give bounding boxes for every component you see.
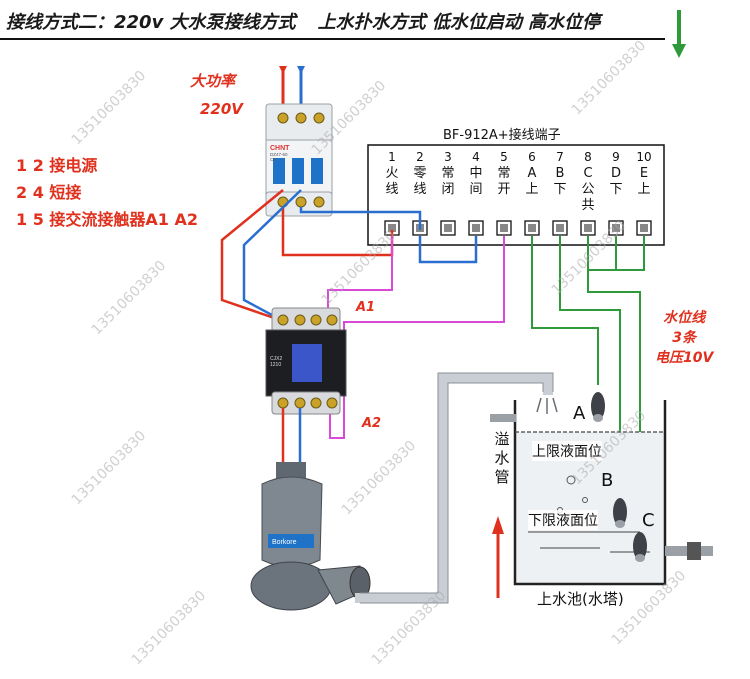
terminal-label: 常闭 (439, 166, 457, 198)
terminal-label: 中间 (467, 166, 485, 198)
terminal-label-line: 火 (385, 166, 399, 181)
terminal-label-line: 线 (385, 182, 399, 197)
power-label-2: 220V (200, 100, 243, 118)
controller-title: BF-912A+接线端子 (440, 124, 564, 143)
terminal-screw-head (500, 224, 508, 232)
overflow-char: 管 (494, 468, 510, 486)
a1-label: A1 (356, 300, 376, 315)
probe-a (591, 392, 605, 422)
a2-label: A2 (362, 416, 382, 431)
delivery-pipe-edge (360, 372, 554, 604)
page-title: 接线方式二：220v 大水泵接线方式 上水扑水方式 低水位启动 高水位停 (6, 6, 676, 36)
upper-level-label: 上限液面位 (532, 441, 602, 461)
probe-b (613, 498, 627, 528)
terminal-label-line: 公共 (581, 182, 595, 213)
terminal-label-line: 开 (497, 182, 511, 197)
water-tank (490, 400, 713, 586)
terminal-screw-head (584, 224, 592, 232)
terminal-label-line: 零 (413, 166, 427, 181)
terminal-label-line: D (610, 166, 621, 181)
terminal-number: 8 (584, 150, 592, 164)
terminal-screw-head (612, 224, 620, 232)
terminal-label-line: 闭 (441, 182, 455, 197)
contactor (265, 307, 347, 415)
terminal-label-line: 常 (441, 166, 455, 181)
overflow-char: 水 (494, 449, 510, 467)
terminal-label-line: E (639, 166, 649, 181)
water-level-line-2: 3条 (672, 330, 697, 346)
overflow-pipe-label: 溢水管 (492, 430, 512, 487)
circuit-breaker (265, 103, 333, 217)
terminal-number: 9 (612, 150, 620, 164)
probe-label-a: A (573, 403, 586, 424)
terminal-number: 2 (416, 150, 424, 164)
terminal-label: 常开 (495, 166, 513, 198)
terminal-screw-head (528, 224, 536, 232)
terminal-label-line: 下 (609, 182, 623, 197)
terminal-screw-head (472, 224, 480, 232)
terminal-number: 10 (636, 150, 652, 164)
probe-c (633, 532, 647, 562)
flow-up-arrow-icon (492, 516, 504, 598)
terminal-label-line: 线 (413, 182, 427, 197)
terminal-number: 7 (556, 150, 564, 164)
terminal-screw-head (640, 224, 648, 232)
terminal-screw-head (556, 224, 564, 232)
terminal-label-line: 上 (637, 182, 651, 197)
terminal-label: 火线 (383, 166, 401, 198)
terminal-label-line: 上 (525, 182, 539, 197)
probe-wires (531, 236, 645, 525)
terminal-number: 6 (528, 150, 536, 164)
terminal-label-line: 中 (469, 166, 483, 181)
water-outlet-drops (536, 397, 558, 414)
water-level-line-1: 水位线 (663, 310, 706, 326)
power-label-1: 大功率 (190, 72, 236, 90)
wiring-notes: 1 2 接电源 2 4 短接 1 5 接交流接触器A1 A2 (16, 152, 198, 233)
title-underline (0, 38, 665, 40)
terminal-number: 4 (472, 150, 480, 164)
note-item: 2 4 短接 (16, 183, 82, 202)
note-item: 1 2 接电源 (16, 156, 98, 175)
terminal-number: 5 (500, 150, 508, 164)
pump-brand: Borkore (272, 539, 297, 546)
note-item: 1 5 接交流接触器A1 A2 (16, 210, 199, 229)
power-input-wires (279, 66, 305, 108)
probe-label-c: C (642, 510, 655, 531)
terminal-label-line: 间 (469, 182, 483, 197)
water-level-line-3: 电压10V (655, 350, 714, 366)
probe-label-b: B (601, 470, 614, 491)
delivery-pipe (355, 373, 553, 603)
terminal-label: 零线 (411, 166, 429, 198)
water-level-note: 水位线 3条 电压10V (655, 308, 713, 368)
terminal-number: 3 (444, 150, 452, 164)
water-pump (250, 462, 371, 611)
terminal-label-line: C (583, 166, 593, 181)
title-arrow-icon (672, 10, 686, 58)
breaker-brand: CHNT (270, 145, 290, 152)
terminal-label-line: A (527, 166, 537, 181)
title-sub: 上水扑水方式 低水位启动 高水位停 (317, 12, 601, 33)
terminal-screw-head (444, 224, 452, 232)
tank-caption: 上水池(水塔) (537, 590, 624, 608)
pump-wires (281, 408, 302, 470)
terminal-label-line: 下 (553, 182, 567, 197)
overflow-char: 溢 (494, 430, 510, 448)
terminal-label-line: B (555, 166, 565, 181)
title-main: 接线方式二：220v 大水泵接线方式 (6, 12, 296, 33)
terminal-label-line: 常 (497, 166, 511, 181)
coil-control-wires (327, 236, 505, 439)
terminal-number: 1 (388, 150, 396, 164)
terminal-screw-head (388, 224, 396, 232)
lower-level-label: 下限液面位 (528, 510, 598, 530)
